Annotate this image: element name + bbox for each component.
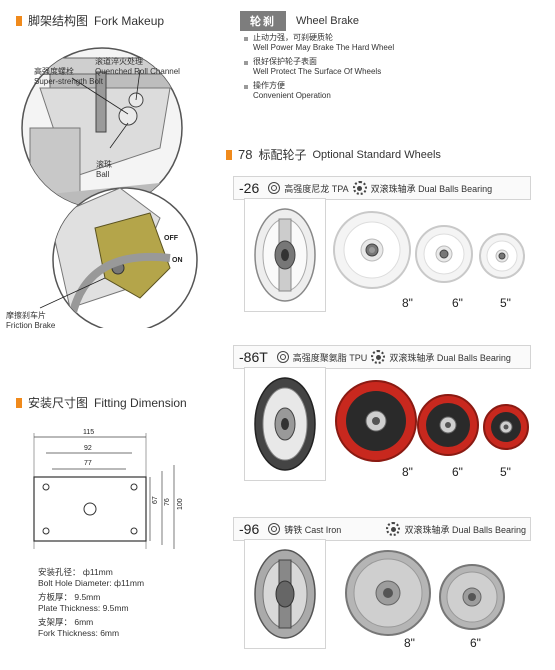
dim-76: 76 — [164, 498, 171, 506]
brake-badge: 轮刹 — [240, 11, 286, 31]
wheel-86t-size-8: 8" — [402, 465, 413, 479]
dim-92: 92 — [84, 445, 92, 452]
fitting-title-cn: 安装尺寸图 — [28, 396, 89, 410]
standard-title-en: Optional Standard Wheels — [312, 148, 441, 161]
wheel-86t-images — [335, 380, 529, 462]
on-label: ON — [172, 257, 183, 264]
wheel-86t-6in — [417, 394, 479, 456]
wheel-code: -26 — [239, 180, 260, 196]
wheel-96-size-6: 6" — [470, 636, 481, 650]
dim-67: 67 — [152, 496, 159, 504]
fitting-title-en: Fitting Dimension — [94, 395, 187, 410]
dim-100: 100 — [177, 498, 184, 510]
friction-label: 摩擦刹车片 Friction Brake — [6, 311, 56, 330]
wheel-26-5in — [479, 233, 525, 279]
dim-77: 77 — [84, 460, 92, 467]
brake-title: Wheel Brake — [296, 15, 359, 27]
wheel-ring-icon — [268, 182, 281, 194]
wheel-96-6in — [439, 564, 505, 630]
standard-number: 78 — [238, 147, 253, 162]
wheel-26-size-6: 6" — [452, 296, 463, 310]
standard-title-cn: 标配轮子 — [258, 148, 307, 162]
wheel-96-images — [345, 550, 505, 636]
fork-title-cn: 脚架结构图 — [28, 14, 89, 28]
dim-115: 115 — [83, 429, 95, 436]
wheel-bearing: 双滚珠轴承 Dual Balls Bearing — [370, 183, 493, 194]
wheel-26-size-5: 5" — [500, 296, 511, 310]
bearing-icon — [386, 522, 401, 536]
wheel-86t-section-image — [244, 367, 326, 481]
standard-title: 78 标配轮子 Optional Standard Wheels — [226, 146, 441, 163]
wheel-26-size-8: 8" — [402, 296, 413, 310]
wheel-ring-icon — [268, 523, 281, 535]
wheel-86t-5in — [483, 404, 529, 450]
wheel-panel-96-header: -96 铸铁 Cast Iron 双滚珠轴承 Dual Balls Bearin… — [233, 517, 531, 541]
wheel-96-8in — [345, 550, 431, 636]
off-label: OFF — [164, 235, 178, 242]
spec-fork-thickness: 支架厚： 6mm Fork Thickness: 6mm — [38, 617, 120, 638]
wheel-86t-8in — [335, 380, 417, 462]
wheel-96-section-image — [244, 539, 326, 649]
wheel-26-8in — [333, 211, 411, 289]
orange-marker — [16, 15, 22, 26]
brake-header: 轮刹 Wheel Brake — [240, 11, 359, 31]
bearing-icon — [371, 350, 386, 364]
fitting-drawing — [33, 433, 175, 549]
spec-plate-thickness: 方板厚： 9.5mm Plate Thickness: 9.5mm — [38, 592, 129, 613]
wheel-ring-icon — [276, 351, 289, 363]
wheel-86t-size-5: 5" — [500, 465, 511, 479]
wheel-material: 高强度聚氨脂 TPU — [292, 352, 368, 363]
wheel-96-size-8: 8" — [404, 636, 415, 650]
wheel-26-images — [333, 211, 525, 289]
wheel-26-section-image — [244, 198, 326, 312]
spec-bolt-hole: 安装孔径： ф11mm Bolt Hole Diameter: ф11mm — [38, 567, 145, 588]
wheel-bearing: 双滚珠轴承 Dual Balls Bearing — [404, 524, 526, 535]
wheel-86t-size-6: 6" — [452, 465, 463, 479]
bolt-label: 高强度螺栓 Super-strength Bolt — [34, 67, 103, 86]
wheel-bearing: 双滚珠轴承 Dual Balls Bearing — [389, 352, 511, 363]
wheel-26-6in — [415, 225, 473, 283]
bearing-icon — [352, 181, 367, 195]
wheel-material: 铸铁 Cast Iron — [284, 524, 342, 535]
wheel-code: -96 — [239, 521, 260, 537]
fork-title-en: Fork Makeup — [94, 13, 165, 28]
ball-label: 滚珠 Ball — [96, 160, 112, 179]
wheel-panel-26-header: -26 高强度尼龙 TPA 双滚珠轴承 Dual Balls Bearing — [233, 176, 531, 200]
wheel-panel-86t-header: -86T 高强度聚氨脂 TPU 双滚珠轴承 Dual Balls Bearing — [233, 345, 531, 369]
wheel-code: -86T — [239, 349, 268, 365]
wheel-material: 高强度尼龙 TPA — [284, 183, 349, 194]
fitting-specs: 安装孔径： ф11mm Bolt Hole Diameter: ф11mm 方板… — [38, 567, 144, 638]
channel-label: 滚道淬火处理 Quenched Roll Channel — [95, 57, 180, 76]
fitting-section-title: 安装尺寸图 Fitting Dimension — [16, 394, 187, 411]
fork-section-title: 脚架结构图 Fork Makeup — [16, 12, 164, 29]
fork-diagram — [21, 47, 198, 328]
